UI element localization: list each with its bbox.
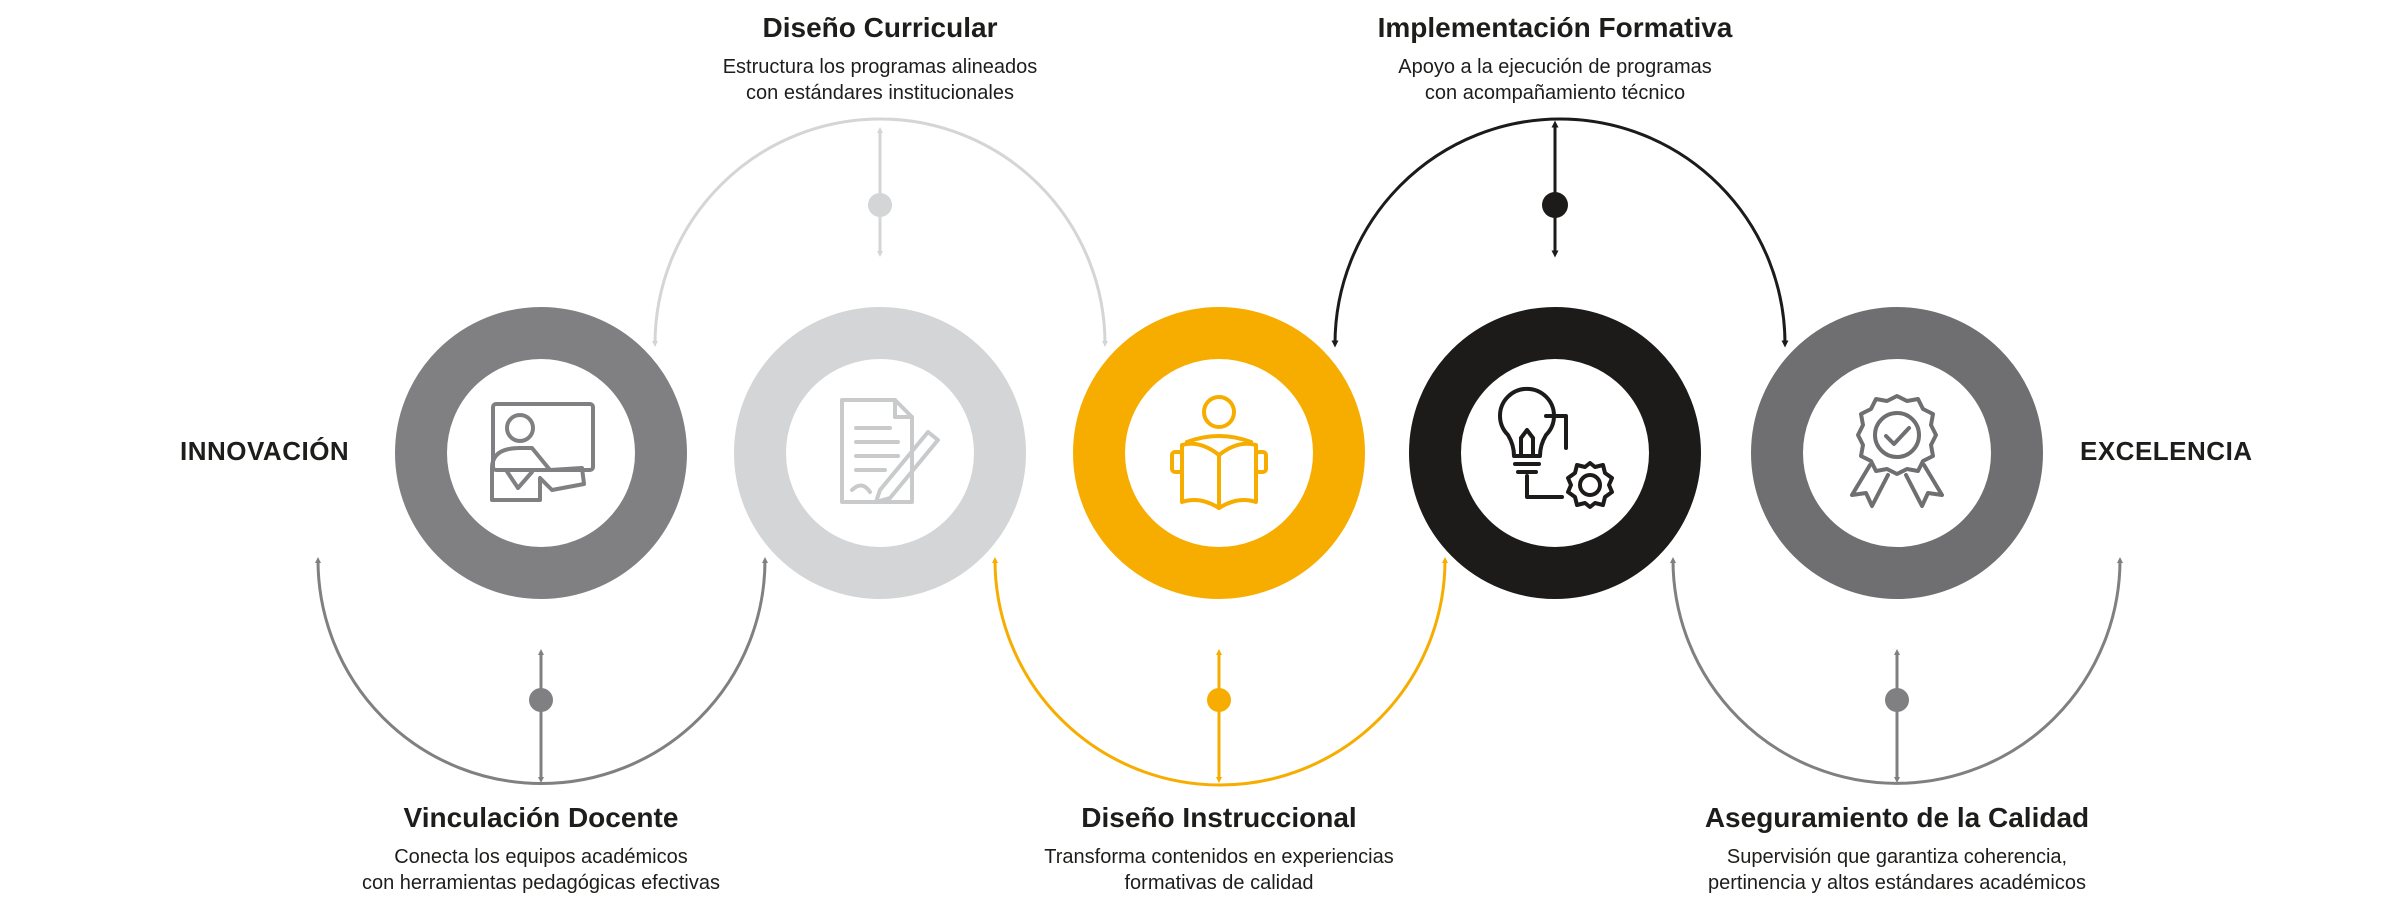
lightbulb-gear-icon — [1498, 386, 1614, 509]
stage-title: Implementación Formativa — [1377, 12, 1733, 43]
stage-title: Diseño Curricular — [762, 12, 998, 43]
connector-arc-diseno-curricular — [652, 117, 1108, 347]
stage-desc-line: formativas de calidad — [1124, 872, 1314, 894]
stage-diseno-instruccional-label: Diseño Instruccional Transforma contenid… — [969, 802, 1469, 896]
stage-aseguramiento-calidad-label: Aseguramiento de la Calidad Supervisión … — [1647, 802, 2147, 896]
stage-desc-line: Apoyo a la ejecución de programas — [1398, 56, 1712, 78]
teacher-board-icon — [490, 402, 595, 502]
connector-arc-diseno-instruccional — [992, 557, 1448, 787]
stage-desc-line: con estándares institucionales — [746, 82, 1014, 104]
stage-desc-line: pertinencia y altos estándares académico… — [1708, 872, 2086, 894]
stage-desc-line: Transforma contenidos en experiencias — [1044, 846, 1394, 868]
arrow-node-diseno-instruccional — [1207, 649, 1231, 783]
ring-diseno-instruccional — [1073, 307, 1365, 599]
connector-arc-implementacion — [1331, 117, 1789, 348]
person-reading-icon — [1170, 395, 1268, 510]
side-label-excelencia: EXCELENCIA — [2080, 436, 2253, 466]
arrow-node-aseguramiento — [1885, 649, 1909, 783]
stage-desc-line: con herramientas pedagógicas efectivas — [362, 872, 720, 894]
document-edit-icon — [840, 398, 940, 504]
ring-diseno-curricular — [734, 307, 1026, 599]
quality-badge-icon — [1850, 394, 1944, 508]
arrow-node-implementacion — [1542, 120, 1568, 258]
stage-title: Diseño Instruccional — [1081, 802, 1357, 833]
side-label-innovacion: INNOVACIÓN — [180, 436, 350, 466]
stage-desc-line: con acompañamiento técnico — [1424, 82, 1686, 104]
ring-vinculacion-docente — [395, 307, 687, 599]
stage-diseno-curricular-label: Diseño Curricular Estructura los program… — [630, 12, 1130, 106]
stage-title: Aseguramiento de la Calidad — [1704, 802, 2090, 833]
ring-implementacion-formativa — [1409, 307, 1701, 599]
stage-vinculacion-docente-label: Vinculación Docente Conecta los equipos … — [291, 802, 791, 896]
connector-arc-vinculacion — [315, 557, 768, 785]
stage-desc-line: Supervisión que garantiza coherencia, — [1726, 846, 2068, 868]
ring-aseguramiento-calidad — [1751, 307, 2043, 599]
arrow-node-diseno-curricular — [868, 127, 892, 257]
stage-desc-line: Estructura los programas alineados — [722, 56, 1038, 78]
stage-title: Vinculación Docente — [403, 802, 679, 833]
stage-implementacion-formativa-label: Implementación Formativa Apoyo a la ejec… — [1305, 12, 1805, 106]
arrow-node-vinculacion — [529, 649, 553, 783]
connector-arc-aseguramiento — [1670, 557, 2123, 785]
stage-desc-line: Conecta los equipos académicos — [394, 846, 688, 868]
